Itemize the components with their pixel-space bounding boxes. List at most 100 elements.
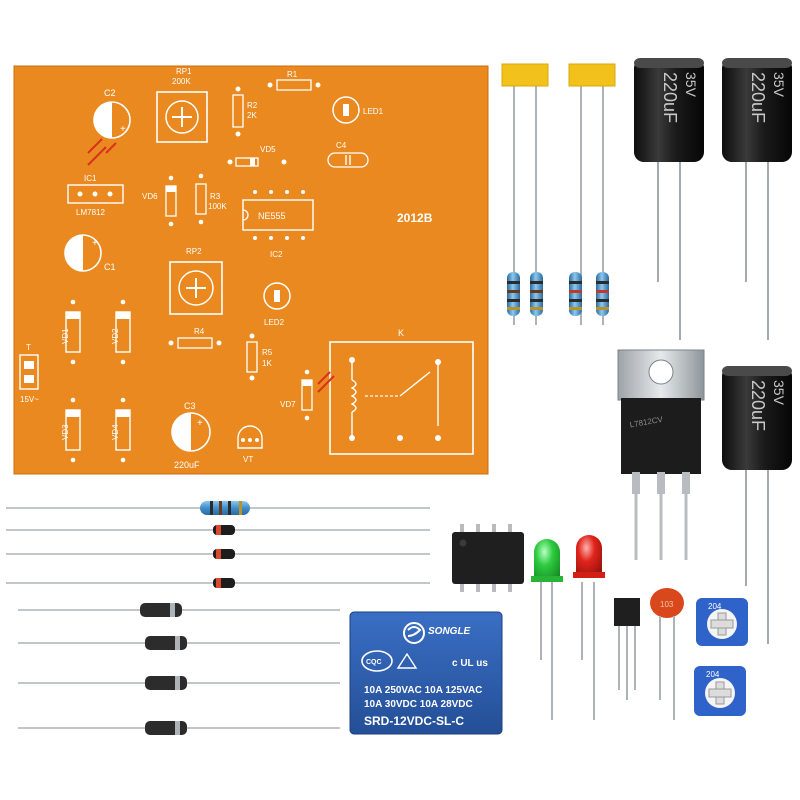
vd7-label: VD7 [280,400,296,409]
r1-footprint: R1 [267,70,321,91]
r3-footprint: R3 100K [195,183,227,215]
relay-model: SRD-12VDC-SL-C [364,714,464,728]
c3-footprint: C3 220uF + [171,401,211,470]
cap3-voltage: 35V [771,380,787,406]
r2-label: R2 [247,101,258,110]
r3-value-label: 100K [208,202,227,211]
svg-text:+: + [120,124,126,135]
vd3-label: VD3 [61,424,70,440]
songle-relay: SONGLE CQC c UL us 10A 250VAC 10A 125VAC… [349,611,503,735]
resistor-v4 [596,272,609,316]
relay-cert-cqc: CQC [366,659,382,666]
red-led [573,535,605,720]
k-relay-footprint: K [329,328,474,455]
r2-value-label: 2K [247,111,257,120]
trimpot-2: 204 [694,666,746,716]
t-label: T [26,343,31,352]
vd4-label: VD4 [111,424,120,440]
red-marker-mark [317,371,335,393]
vd6-label: VD6 [142,192,158,201]
trimpot-1-marking: 204 [708,602,722,611]
vd5-label: VD5 [260,145,276,154]
cap2-value: 220uF [748,72,768,123]
voltage-regulator: L7812CV [617,349,705,560]
vd5-footprint: VD5 [227,145,287,167]
resistor-v1 [507,272,520,316]
ic1-part-label: LM7812 [76,208,105,217]
ne555-chip [452,524,524,592]
rp2-footprint: RP2 [169,247,223,315]
cap3-value: 220uF [748,380,768,431]
rp1-footprint: RP1 200K [156,67,208,143]
transistor [614,598,640,700]
vertical-resistors [507,272,609,316]
led1-label: LED1 [363,107,384,116]
t-value-label: 15V~ [20,395,39,404]
vd3-footprint: VD3 [61,409,81,451]
r2-footprint: R2 2K [232,86,258,137]
r3-label: R3 [210,192,221,201]
pcb-pads [70,173,310,463]
vt-label: VT [243,455,253,464]
c3-label: C3 [184,401,196,411]
resistor-v3 [569,272,582,316]
r5-label: R5 [262,348,273,357]
r1-label: R1 [287,70,298,79]
ceramic-cap-marking: 103 [660,600,674,609]
cqc-mark: CQC [361,650,418,672]
led2-footprint: LED2 [263,282,291,327]
c3-value-label: 220uF [174,460,200,470]
rp2-label: RP2 [186,247,202,256]
vd2-footprint: VD2 [111,311,131,353]
ceramic-capacitor: 103 [650,588,684,720]
vd1-footprint: VD1 [61,311,81,353]
cap1-voltage: 35V [683,72,699,98]
rectifier-diodes [18,603,340,735]
relay-rating-2: 10A 30VDC 10A 28VDC [364,699,473,710]
ic2-label: IC2 [270,250,283,259]
c2-footprint: C2 + [93,88,131,139]
green-led [531,539,563,720]
pcb-board: C2 + C1 + C3 220uF + RP1 200K [13,65,489,475]
svg-text:+: + [197,418,203,429]
ic2-footprint: NE555 IC2 [242,190,314,259]
t-footprint: T 15V~ [19,343,39,404]
led2-label: LED2 [264,318,285,327]
trimpot-2-marking: 204 [706,670,720,679]
electrolytic-capacitor-2: 220uF 35V [722,58,792,340]
resistor-v2 [530,272,543,316]
r5-footprint: R5 1K [246,333,273,381]
c1-label: C1 [104,262,116,272]
vd2-label: VD2 [111,328,120,344]
board-id-label: 2012B [397,211,433,225]
small-glass-diodes [6,525,430,588]
vd1-label: VD1 [61,328,70,344]
cap2-voltage: 35V [771,72,787,98]
led1-footprint: LED1 [332,96,384,124]
ic1-label: IC1 [84,174,97,183]
ic2-part-label: NE555 [258,211,286,221]
relay-rating-1: 10A 250VAC 10A 125VAC [364,685,482,696]
rp1-label: RP1 [176,67,192,76]
cap1-value: 220uF [660,72,680,123]
rp1-value-label: 200K [172,77,191,86]
red-marker-mark [87,138,117,166]
vd6-footprint: VD6 [142,185,177,217]
ul-mark: c UL us [452,658,488,669]
k-label: K [398,328,404,338]
c4-footprint: C4 [327,141,369,168]
trimpot-1: 204 [696,598,748,646]
electrolytic-capacitor-1: 220uF 35V [634,58,704,340]
svg-text:+: + [92,238,98,249]
axial-resistor [6,501,430,515]
vd7-footprint: VD7 [280,379,313,411]
c1-footprint: C1 + [64,234,116,272]
relay-brand: SONGLE [428,626,471,637]
vt-footprint: VT [237,425,263,464]
songle-logo: SONGLE [403,622,471,644]
electrolytic-capacitor-3: 220uF 35V [722,366,792,644]
ic1-footprint: IC1 LM7812 [67,174,124,217]
c4-label: C4 [336,141,347,150]
r5-value-label: 1K [262,359,272,368]
